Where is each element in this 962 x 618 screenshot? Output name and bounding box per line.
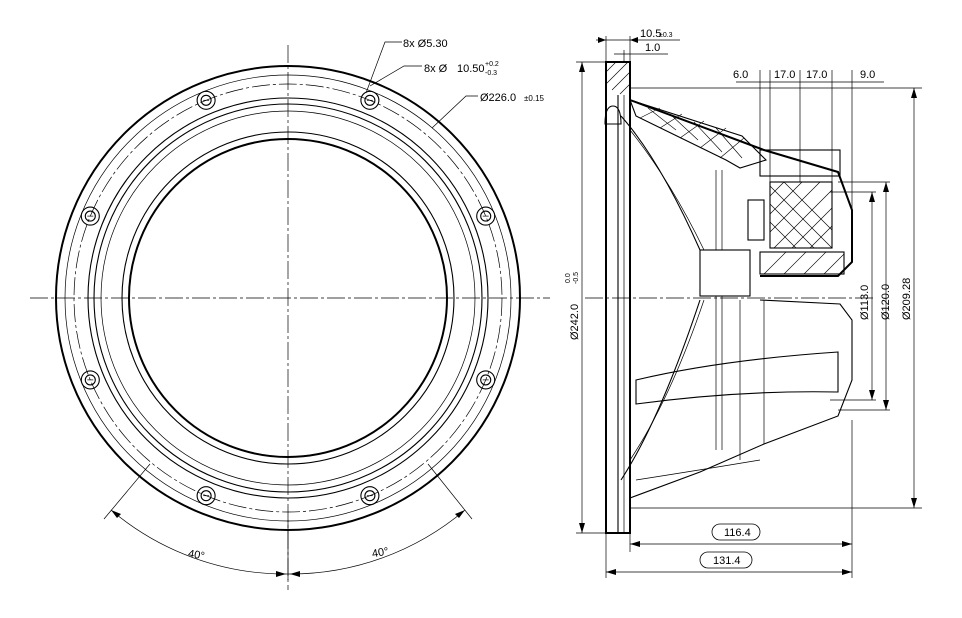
magnet-inner-label: Ø113.0 [859, 285, 871, 320]
flange-thickness-label: 10.5 [640, 28, 661, 40]
magnet-hatch [769, 181, 833, 249]
mounting-hole-4 [80, 370, 100, 390]
counterbore-value: 10.50 [457, 63, 485, 75]
basket-lower [629, 299, 853, 499]
angle-arrow-left-center [276, 571, 286, 577]
angle-label-left: 40° [187, 548, 205, 563]
depth-arrow-2b [842, 569, 852, 575]
magnet-outer-arrow-top [883, 182, 889, 192]
angle-arc-left [110, 509, 289, 575]
dim-arrow-flange-2 [630, 37, 638, 43]
hole-callout: 8x Ø5.30 [403, 38, 448, 50]
dim-d-label: 9.0 [860, 69, 875, 81]
bolt-circle-leader [431, 95, 478, 129]
offset-label: 1.0 [645, 42, 660, 54]
mounting-hole-bore-7 [364, 94, 376, 106]
surround-ring [100, 110, 476, 486]
cone-inner [128, 138, 448, 458]
depth-2-box [699, 551, 753, 569]
angle-arrow-right-end [455, 510, 465, 518]
front-view: 8x Ø5.30 8x Ø 10.50 +0.2 -0.3 Ø226.0 ±0.… [30, 38, 550, 590]
depth-1-box [711, 523, 761, 541]
od-arrow-top [579, 62, 585, 72]
flange-thickness-tol: ±0.3 [659, 32, 673, 39]
counterbore-tol-plus: +0.2 [485, 61, 499, 68]
hole-leader [365, 41, 402, 94]
mounting-hole-bore-8 [480, 210, 492, 222]
flange-inner-edge [87, 97, 489, 499]
outer-diameter-label: Ø242.0 [569, 304, 581, 340]
mounting-hole-bore-4 [84, 374, 96, 386]
mounting-hole-7 [360, 90, 380, 110]
dim-a-label: 6.0 [733, 69, 748, 81]
angle-label-right: 40° [371, 546, 389, 561]
depth-arrow-2a [606, 569, 616, 575]
cone-upper [620, 115, 701, 251]
counterbore-callout: 8x Ø [424, 63, 448, 75]
surround-outer [93, 103, 483, 493]
angle-ext-left [103, 463, 151, 520]
depth-2-label: 131.4 [713, 555, 741, 567]
frame-edge [635, 459, 761, 481]
mounting-hole-6 [196, 90, 216, 110]
top-ring-section [629, 99, 768, 169]
cone-outer [121, 131, 455, 465]
angle-arc-right [287, 509, 466, 575]
coil-gap-block [747, 199, 765, 241]
dim-b-label: 17.0 [774, 69, 795, 81]
bolt-circle [73, 83, 503, 513]
pole-piece [699, 249, 751, 297]
magnet-outer-label: Ø120.0 [880, 284, 892, 320]
counterbore-leader [369, 65, 422, 87]
spider-arm [635, 351, 839, 405]
magnet-outer-arrow-bottom [883, 400, 889, 410]
bolt-circle-tol: ±0.15 [524, 94, 545, 103]
angle-arrow-left-end [111, 510, 121, 518]
depth-arrow-1a [630, 541, 640, 547]
mounting-hole-bore-6 [200, 94, 212, 106]
frame-diameter-label: Ø209.28 [901, 278, 913, 320]
mounting-hole-bore-5 [84, 210, 96, 222]
top-ring-hatch [639, 107, 745, 159]
outer-diameter-tol-minus: -0.5 [573, 272, 580, 284]
mounting-hole-1 [476, 370, 496, 390]
bolt-circle-callout: Ø226.0 [480, 92, 516, 104]
od-arrow-bottom [579, 523, 585, 533]
magnet-inner-arrow-top [869, 192, 875, 202]
mounting-hole-2 [360, 486, 380, 506]
frame-arrow-top [911, 88, 917, 98]
back-plate-hatch [763, 251, 845, 275]
magnet [769, 181, 833, 249]
mounting-hole-bore-3 [200, 490, 212, 502]
counterbore-tol-minus: -0.3 [485, 70, 497, 77]
mounting-holes [80, 90, 496, 506]
outer-diameter-tol-plus: 0.0 [565, 273, 572, 283]
angle-arrow-right-center [290, 571, 300, 577]
depth-arrow-1b [842, 541, 852, 547]
cone-lower-2 [629, 299, 705, 461]
mounting-hole-8 [476, 206, 496, 226]
cone-upper-2 [629, 129, 705, 251]
mounting-hole-bore-1 [480, 374, 492, 386]
side-view: 10.5 ±0.3 1.0 6.0 17.0 17.0 9.0 Ø242.0 0… [565, 28, 922, 578]
surround-roll [604, 105, 622, 125]
mounting-hole-bore-2 [364, 490, 376, 502]
flange-hatch [605, 61, 631, 95]
magnet-inner-arrow-bottom [869, 390, 875, 400]
depth-1-label: 116.4 [724, 527, 751, 539]
dim-arrow-flange-1 [598, 37, 606, 43]
back-plate [759, 251, 845, 275]
angle-ext-right [427, 463, 473, 520]
cone-lower [620, 299, 701, 481]
mounting-hole-5 [80, 206, 100, 226]
frame-arrow-bottom [911, 498, 917, 508]
dim-c-label: 17.0 [806, 69, 827, 81]
mounting-hole-3 [196, 486, 216, 506]
